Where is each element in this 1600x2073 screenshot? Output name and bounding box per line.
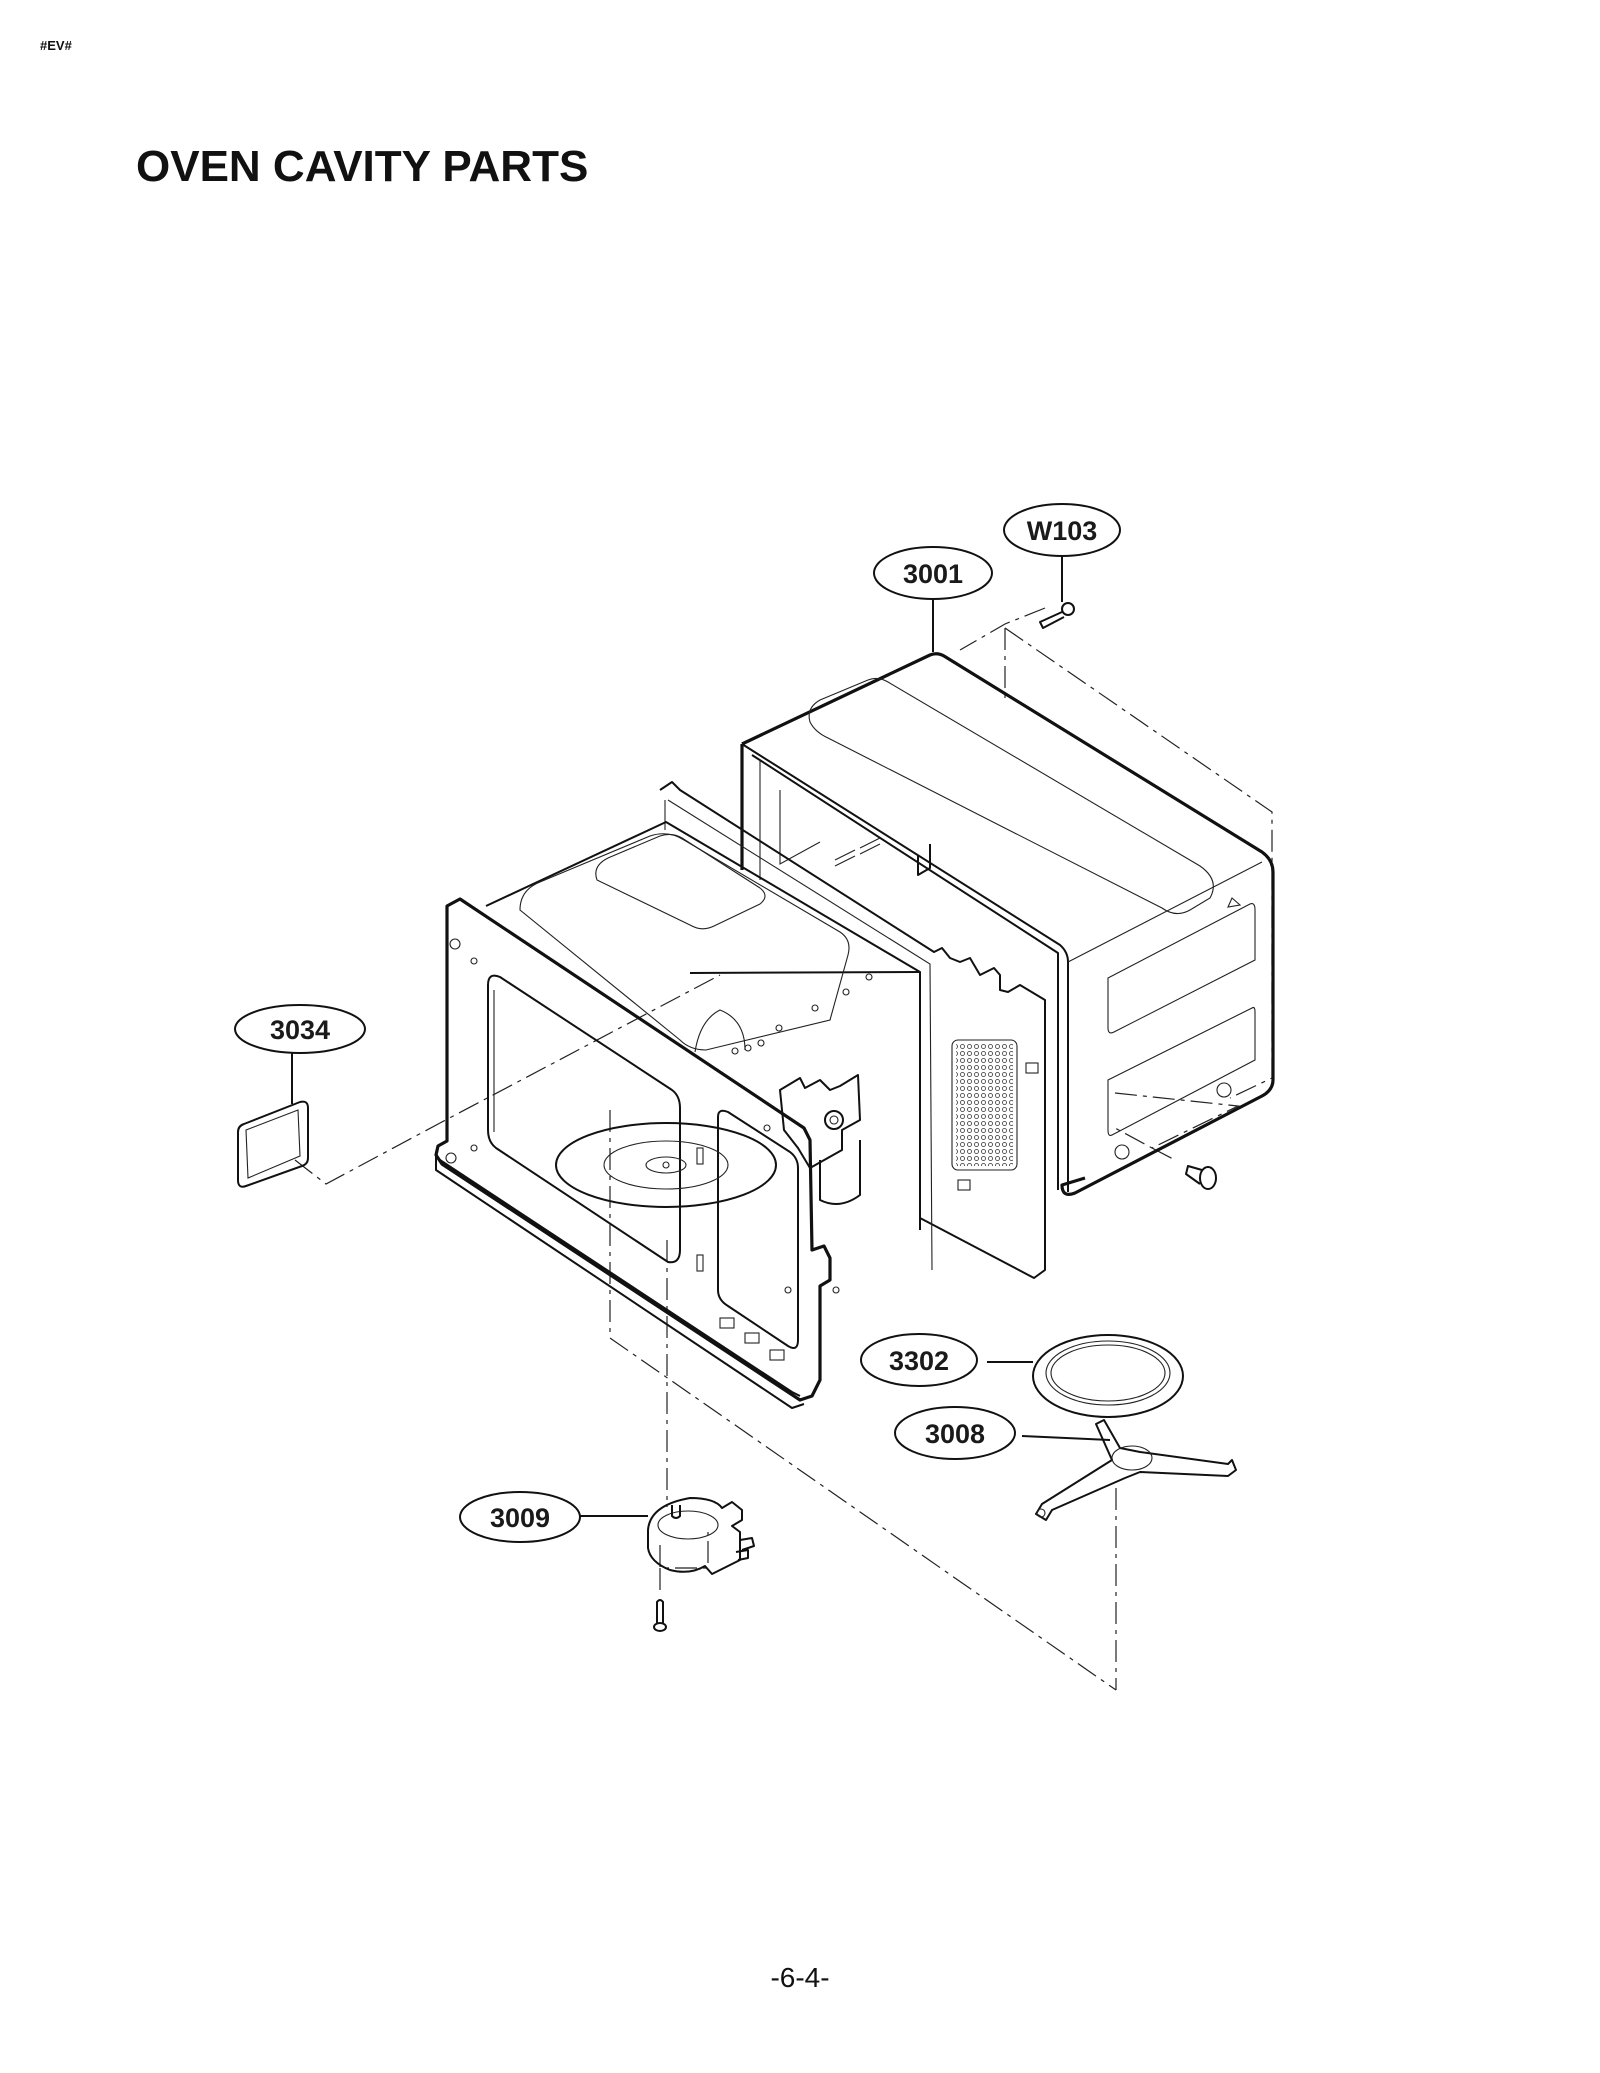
screw-cabinet-bottom <box>1185 1165 1217 1190</box>
page-number: -6-4- <box>770 1962 830 1993</box>
roller-guide-3008 <box>1035 1419 1237 1521</box>
callout-label-3302: 3302 <box>889 1346 949 1376</box>
cavity-rear-frame <box>659 781 1046 1279</box>
cavity-front-frame <box>434 897 840 1409</box>
screw-w103 <box>1039 602 1075 629</box>
callout-w103: W103 <box>1003 503 1121 602</box>
vent-perforations <box>956 1044 1013 1166</box>
callout-label-3009: 3009 <box>490 1503 550 1533</box>
screw-motor <box>653 1599 667 1632</box>
callout-3034: 3034 <box>234 1004 366 1104</box>
callout-label-w103: W103 <box>1027 516 1098 546</box>
document-code: #EV# <box>40 38 72 53</box>
turntable-tray-3302 <box>1032 1334 1184 1418</box>
callout-3008: 3008 <box>894 1406 1111 1460</box>
outer-cabinet-3001 <box>740 652 1275 1196</box>
callout-3302: 3302 <box>860 1333 1033 1387</box>
callout-label-3001: 3001 <box>903 559 963 589</box>
callout-3001: 3001 <box>873 546 993 652</box>
turntable-motor-3009 <box>647 1497 755 1575</box>
cover-plate-3034 <box>237 1100 309 1188</box>
callout-label-3008: 3008 <box>925 1419 985 1449</box>
callout-3009: 3009 <box>459 1491 648 1543</box>
page-title: OVEN CAVITY PARTS <box>136 142 589 191</box>
callout-label-3034: 3034 <box>270 1015 330 1045</box>
cavity-body <box>485 821 921 1230</box>
